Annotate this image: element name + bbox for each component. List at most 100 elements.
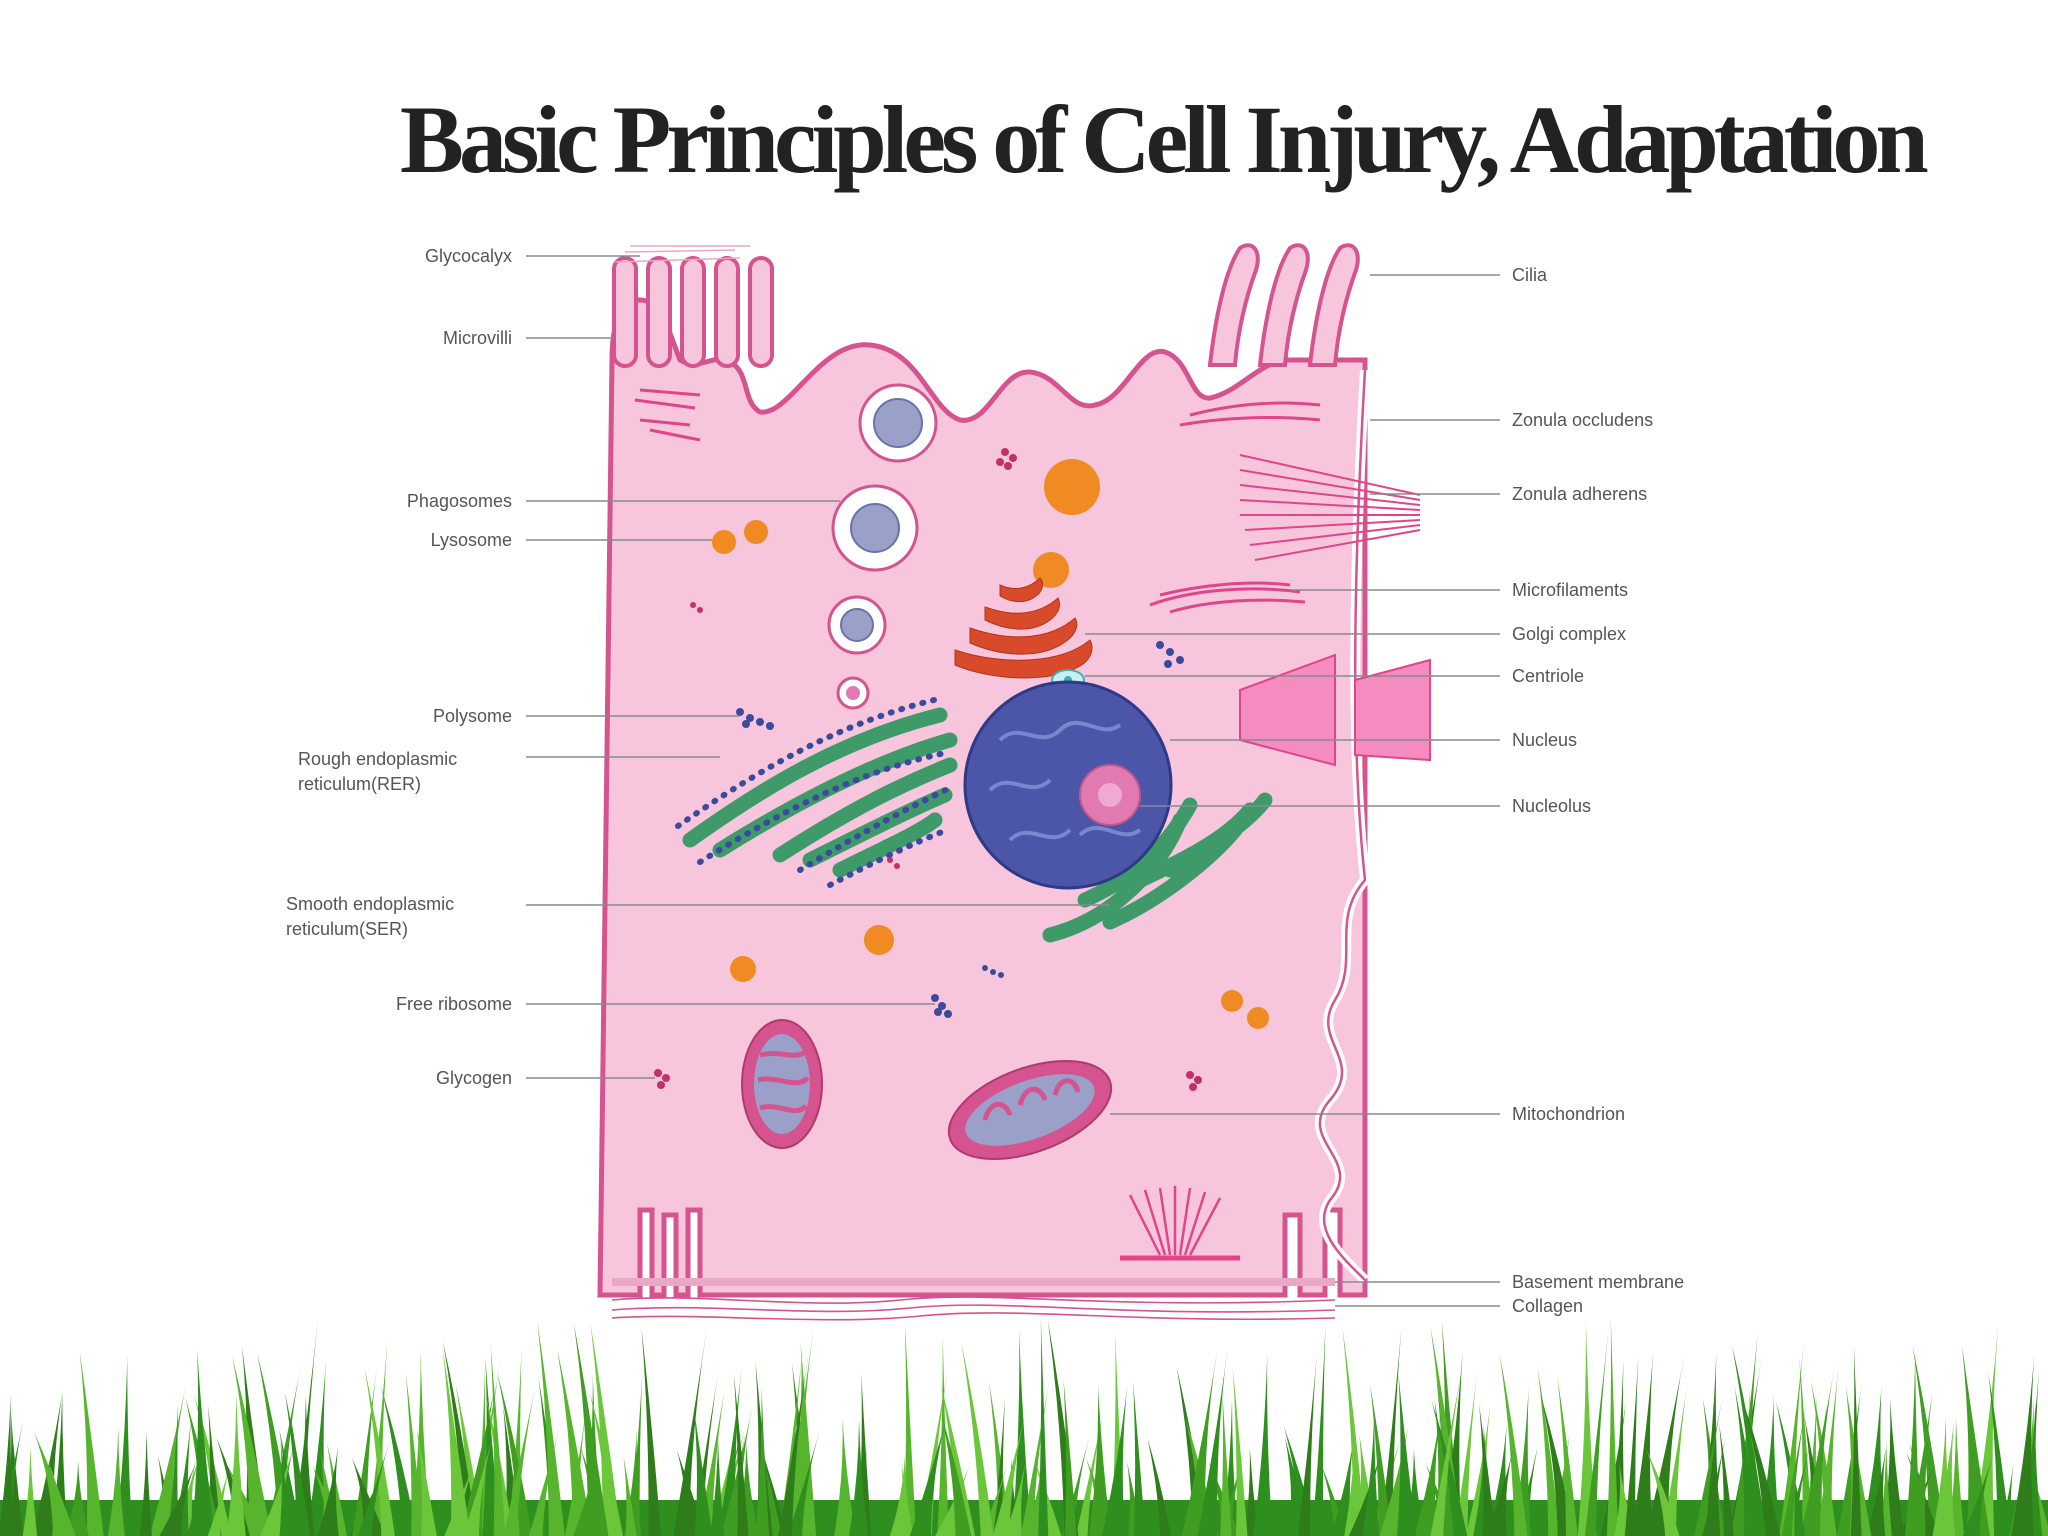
smooth-er [1042, 792, 1273, 943]
zonula-adherens [1239, 454, 1421, 561]
grass-blade [573, 1465, 595, 1536]
grass-blade [176, 1458, 196, 1536]
grass-blade [590, 1323, 622, 1536]
grass-blade [1837, 1382, 1862, 1536]
grass-blade [1513, 1386, 1531, 1536]
polysome-clusters [736, 641, 1184, 1018]
grass-blade [0, 1394, 14, 1536]
label-cilia: Cilia [1512, 265, 1548, 285]
microvilli [612, 256, 774, 368]
grass-blade [191, 1349, 215, 1536]
grass-blade [697, 1379, 727, 1536]
microfilaments [634, 388, 1321, 614]
label-glycogen: Glycogen [436, 1068, 512, 1088]
grass-blade [1132, 1380, 1146, 1536]
grass-blade [490, 1345, 506, 1536]
rough-er-ribosomes [675, 697, 957, 888]
grass-blade [992, 1404, 1028, 1536]
grass-blade [1220, 1391, 1232, 1536]
label-microfilaments: Microfilaments [1512, 580, 1628, 600]
grass-blade [1088, 1383, 1112, 1536]
grass-blade [306, 1359, 327, 1536]
phagosomes [827, 383, 938, 710]
grass-blade [79, 1350, 104, 1536]
grass-blade [1850, 1345, 1862, 1536]
nucleus [963, 680, 1173, 890]
label-golgi-complex: Golgi complex [1512, 624, 1626, 644]
grass-blade [279, 1441, 292, 1536]
grass-blade [352, 1458, 386, 1536]
grass-blade [260, 1438, 297, 1536]
grass-blade [1147, 1438, 1171, 1536]
grass-blade [1537, 1368, 1561, 1536]
grass-blade [497, 1373, 532, 1536]
grass-blade [381, 1386, 418, 1536]
grass-blade [623, 1456, 637, 1536]
grass-blade [1441, 1350, 1463, 1536]
grass-blade [368, 1340, 388, 1536]
grass-blade [1063, 1378, 1077, 1536]
slide-title: Basic Principles of Cell Injury, Adaptat… [400, 86, 1929, 193]
label-zonula-occludens: Zonula occludens [1512, 410, 1653, 430]
grass-blade [232, 1356, 272, 1536]
grass-blade [1499, 1354, 1528, 1536]
grass-blade [1912, 1345, 1946, 1536]
grass-blade [22, 1446, 38, 1536]
grass-blade [317, 1445, 339, 1536]
grass-blade [584, 1373, 603, 1536]
grass-blade [755, 1386, 770, 1536]
grass-blade [284, 1391, 311, 1536]
label-phagosomes: Phagosomes [407, 491, 512, 511]
grass-blade [981, 1464, 1008, 1536]
grass-blade [589, 1392, 623, 1536]
grass-blade [226, 1392, 246, 1536]
grass-blade [1344, 1454, 1355, 1536]
grass-blade [1454, 1371, 1478, 1536]
label-glycocalyx: Glycocalyx [425, 246, 512, 266]
grass-blade [2011, 1354, 2035, 1536]
grass-blade [1479, 1404, 1496, 1536]
grass-blade [629, 1373, 643, 1536]
grass-blade [1557, 1377, 1578, 1536]
grass-blade [1732, 1344, 1767, 1536]
glycocalyx [614, 245, 750, 263]
grass-blade [564, 1414, 586, 1536]
rough-er [682, 707, 958, 878]
grass-blade [1004, 1461, 1026, 1536]
label-collagen: Collagen [1512, 1296, 1583, 1316]
grass-blade [557, 1348, 593, 1536]
grass-blade [1342, 1328, 1366, 1536]
grass-blade [364, 1368, 395, 1536]
grass-blade [139, 1432, 152, 1536]
label-nucleus: Nucleus [1512, 730, 1577, 750]
grass-blade [1297, 1354, 1317, 1536]
label-nucleolus: Nucleolus [1512, 796, 1591, 816]
label-lysosome: Lysosome [431, 530, 512, 550]
collagen [611, 1296, 1336, 1321]
label-polysome: Polysome [433, 706, 512, 726]
left-labels: Glycocalyx Microvilli Phagosomes Lysosom… [286, 246, 512, 1088]
grass-blade [940, 1411, 972, 1536]
grass-blade [1379, 1425, 1409, 1536]
grass-blade [1631, 1351, 1654, 1536]
grass-blade [1962, 1450, 1995, 1536]
grass-blade [1999, 1465, 2014, 1536]
grass-blade [1799, 1357, 1813, 1536]
desmosome [1239, 653, 1431, 767]
grass-blade [416, 1429, 437, 1536]
grass-blade [107, 1427, 125, 1536]
grass-blade [834, 1419, 856, 1536]
hemidesmosome [1120, 1186, 1240, 1261]
grass-blade [720, 1405, 753, 1536]
grass-blade [159, 1457, 199, 1536]
grass-blade [935, 1463, 971, 1536]
grass-blade [1101, 1382, 1128, 1536]
golgi-complex [954, 577, 1093, 679]
grass-blade [1396, 1371, 1417, 1536]
grass-blade [34, 1432, 76, 1536]
label-ser-line2: reticulum(SER) [286, 919, 408, 939]
grass-blade [1431, 1400, 1468, 1536]
nucleolus [1079, 764, 1141, 826]
grass-blade [1972, 1326, 1999, 1536]
